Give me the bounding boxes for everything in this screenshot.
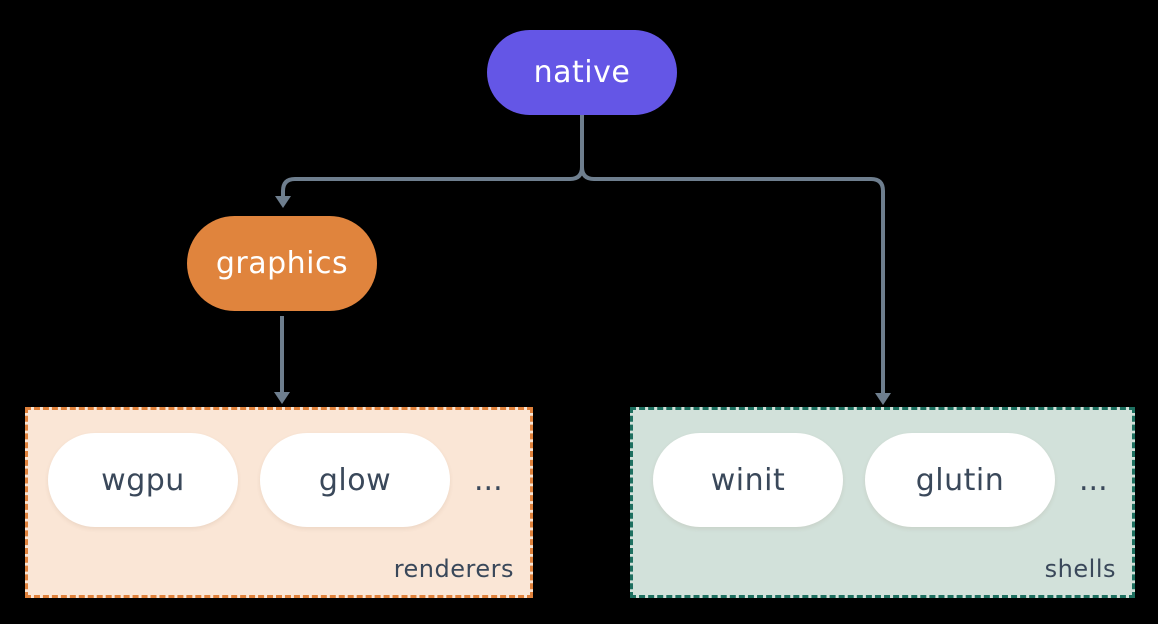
node-winit: winit xyxy=(653,433,843,527)
group-shells: winit glutin ... shells xyxy=(630,407,1135,598)
edge-native-graphics xyxy=(281,115,584,196)
group-renderers: wgpu glow ... renderers xyxy=(25,407,533,598)
node-wgpu-label: wgpu xyxy=(101,462,185,498)
renderers-row: wgpu glow ... xyxy=(48,433,503,527)
shells-ellipsis: ... xyxy=(1079,462,1108,498)
node-glow-label: glow xyxy=(318,462,392,498)
node-graphics-label: graphics xyxy=(215,246,349,281)
node-winit-label: winit xyxy=(710,462,786,498)
node-native: native xyxy=(487,30,677,115)
node-graphics: graphics xyxy=(187,216,377,311)
node-native-label: native xyxy=(533,55,631,90)
node-glow: glow xyxy=(260,433,450,527)
renderers-ellipsis: ... xyxy=(474,462,503,498)
arrowhead-shells-icon xyxy=(875,393,891,405)
edge-native-shells xyxy=(580,115,885,393)
shells-row: winit glutin ... xyxy=(653,433,1108,527)
arrowhead-renderers-icon xyxy=(274,392,290,404)
shells-group-label: shells xyxy=(1044,555,1116,583)
node-glutin-label: glutin xyxy=(915,462,1005,498)
node-wgpu: wgpu xyxy=(48,433,238,527)
arrowhead-graphics-icon xyxy=(275,196,291,208)
renderers-group-label: renderers xyxy=(393,555,514,583)
node-glutin: glutin xyxy=(865,433,1055,527)
